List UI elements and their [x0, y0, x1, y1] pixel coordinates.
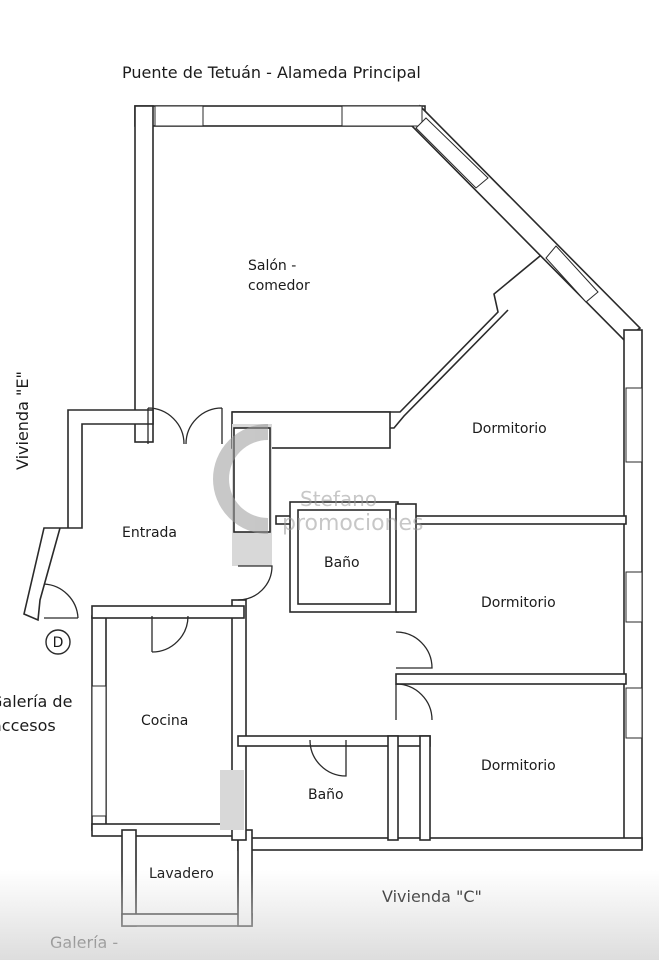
room-cocina: Cocina: [141, 713, 188, 729]
side-left-label: Vivienda "E": [13, 371, 32, 470]
room-dormitorio-1: Dormitorio: [472, 421, 547, 437]
room-bano-1: Baño: [324, 555, 360, 571]
room-bano-2: Baño: [308, 787, 344, 803]
doors: [43, 407, 433, 777]
neighbor-bottom-label: Vivienda "C": [382, 887, 482, 906]
door-marker-label: D: [53, 635, 64, 651]
room-dormitorio-2: Dormitorio: [481, 595, 556, 611]
gallery-access-line1: Galería de: [0, 692, 72, 711]
room-entrada: Entrada: [122, 525, 177, 541]
room-dormitorio-3: Dormitorio: [481, 758, 556, 774]
room-salon-line1: Salón -: [248, 258, 296, 274]
gallery-bottom-label: Galería -: [50, 933, 118, 952]
door-marker-circle: [45, 629, 71, 655]
watermark: Stefano promociones: [213, 424, 424, 536]
watermark-line1: Stefano: [300, 487, 377, 511]
watermark-line2: promociones: [282, 511, 424, 536]
street-top-label: Puente de Tetuán - Alameda Principal: [122, 63, 421, 82]
room-salon-line2: comedor: [248, 278, 310, 294]
interior-walls: [81, 255, 627, 841]
watermark-logo-icon: [213, 424, 269, 534]
windows: [91, 105, 643, 817]
gallery-access-line2: accesos: [0, 716, 56, 735]
room-lavadero: Lavadero: [149, 866, 214, 882]
